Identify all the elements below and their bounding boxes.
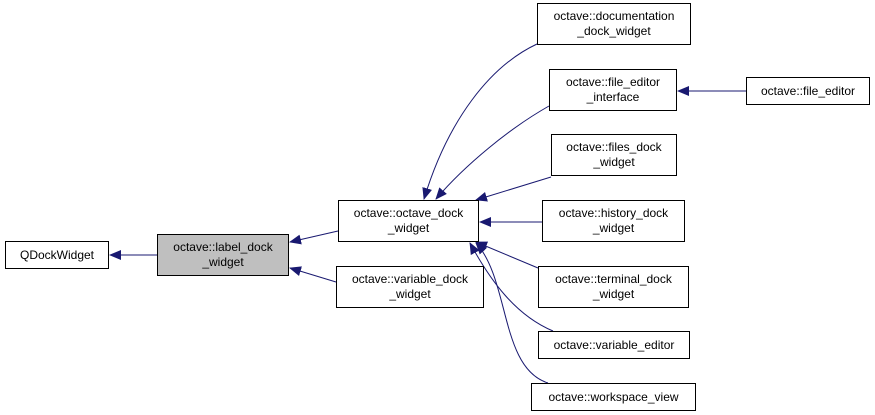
node-label-line1: octave::variable_editor <box>553 337 675 352</box>
node-label-line1: octave::files_dock <box>566 140 662 154</box>
node-label-line1: octave::octave_dock <box>353 206 464 220</box>
node-label-line1: octave::file_editor <box>565 75 661 89</box>
edge-workspace-view-to-octave-dock-widget <box>475 242 549 384</box>
node-label-line2: _widget <box>389 287 431 301</box>
edge-files-dock-widget-to-octave-dock-widget <box>475 176 552 202</box>
edge-documentation-dock-widget-to-octave-dock-widget <box>422 43 538 200</box>
node-qdockwidget[interactable]: QDockWidget <box>5 241 109 269</box>
node-label-line1: QDockWidget <box>19 247 95 262</box>
node-label-line2: _widget <box>592 221 635 235</box>
node-label-line2: _widget <box>593 155 635 169</box>
node-label-line2: _dock_widget <box>577 24 651 38</box>
node-label-line2: _widget <box>202 255 244 269</box>
node-label-line2: _widget <box>592 287 635 301</box>
node-label-dock-widget[interactable]: octave::label_dock _widget <box>157 234 289 276</box>
node-label-line1: octave::variable_dock <box>351 272 469 286</box>
edge-variable-editor-to-octave-dock-widget <box>469 242 554 332</box>
edge-variable-dock-widget-to-label-dock-widget <box>289 266 337 283</box>
edge-octave-dock-widget-to-label-dock-widget <box>289 230 339 245</box>
node-label-line1: octave::file_editor <box>760 83 856 98</box>
node-label-line1: octave::history_dock <box>558 206 669 220</box>
node-label-line1: octave::label_dock <box>173 240 273 254</box>
node-label-line1: octave::workspace_view <box>548 389 679 404</box>
edge-terminal-dock-widget-to-octave-dock-widget <box>475 241 539 269</box>
node-variable-editor[interactable]: octave::variable_editor <box>538 331 690 359</box>
node-label-line1: octave::terminal_dock <box>555 272 672 286</box>
node-terminal-dock-widget[interactable]: octave::terminal_dock _widget <box>538 266 689 308</box>
node-variable-dock-widget[interactable]: octave::variable_dock _widget <box>336 266 484 308</box>
node-workspace-view[interactable]: octave::workspace_view <box>531 383 696 411</box>
node-octave-dock-widget[interactable]: octave::octave_dock _widget <box>338 200 479 242</box>
node-documentation-dock-widget[interactable]: octave::documentation _dock_widget <box>537 3 691 45</box>
node-label-line1: octave::documentation <box>553 9 675 23</box>
node-file-editor[interactable]: octave::file_editor <box>746 77 870 105</box>
node-file-editor-interface[interactable]: octave::file_editor _interface <box>549 69 677 111</box>
edge-file-editor-interface-to-octave-dock-widget <box>435 105 550 200</box>
node-files-dock-widget[interactable]: octave::files_dock _widget <box>551 134 677 176</box>
node-label-line2: _widget <box>387 221 430 235</box>
node-history-dock-widget[interactable]: octave::history_dock _widget <box>542 200 685 242</box>
node-label-line2: _interface <box>586 90 640 104</box>
